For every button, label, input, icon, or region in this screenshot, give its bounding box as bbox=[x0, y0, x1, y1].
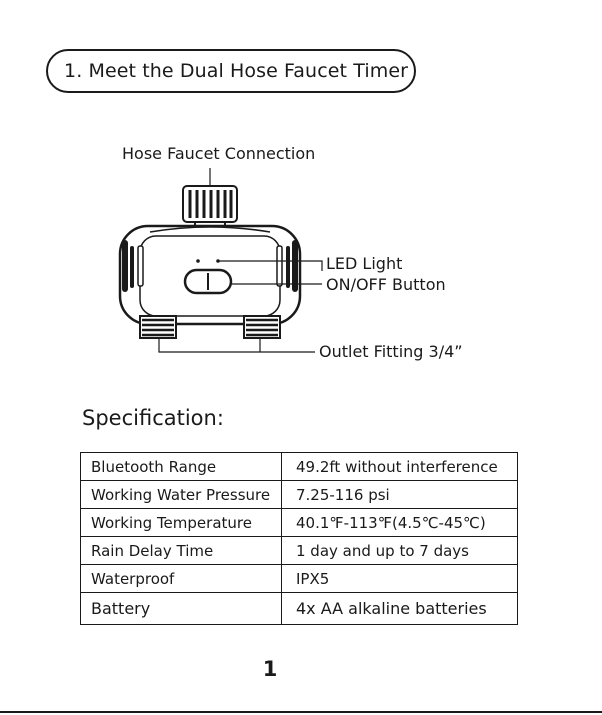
inlet-knob-icon bbox=[182, 185, 238, 231]
spec-value: 4x AA alkaline batteries bbox=[281, 592, 518, 625]
section-heading-text: 1. Meet the Dual Hose Faucet Timer bbox=[64, 60, 409, 82]
table-row: Waterproof IPX5 bbox=[80, 564, 518, 593]
table-row: Battery 4x AA alkaline batteries bbox=[80, 592, 518, 625]
table-row: Bluetooth Range 49.2ft without interfere… bbox=[80, 452, 518, 481]
spec-value: 49.2ft without interference bbox=[281, 452, 518, 481]
callout-outlet-fitting: Outlet Fitting 3/4” bbox=[319, 342, 463, 361]
spec-value: IPX5 bbox=[281, 564, 518, 593]
spec-label: Bluetooth Range bbox=[80, 452, 282, 481]
specification-title: Specification: bbox=[82, 406, 224, 430]
led-light-icon bbox=[196, 259, 200, 263]
table-row: Working Temperature 40.1℉-113℉(4.5℃-45℃) bbox=[80, 508, 518, 537]
footer-divider bbox=[0, 711, 602, 713]
specification-table: Bluetooth Range 49.2ft without interfere… bbox=[80, 452, 518, 625]
spec-value: 40.1℉-113℉(4.5℃-45℃) bbox=[281, 508, 518, 537]
product-diagram bbox=[118, 168, 323, 353]
page-number: 1 bbox=[262, 657, 278, 681]
spec-label: Working Water Pressure bbox=[80, 480, 282, 509]
spec-label: Battery bbox=[80, 592, 282, 625]
callout-leaders bbox=[158, 168, 323, 353]
spec-label: Rain Delay Time bbox=[80, 536, 282, 565]
spec-value: 1 day and up to 7 days bbox=[281, 536, 518, 565]
table-row: Rain Delay Time 1 day and up to 7 days bbox=[80, 536, 518, 565]
callout-on-off-button: ON/OFF Button bbox=[326, 275, 446, 294]
spec-value: 7.25-116 psi bbox=[281, 480, 518, 509]
callout-hose-faucet-connection: Hose Faucet Connection bbox=[122, 144, 316, 163]
table-row: Working Water Pressure 7.25-116 psi bbox=[80, 480, 518, 509]
power-button-icon bbox=[183, 268, 233, 295]
spec-label: Waterproof bbox=[80, 564, 282, 593]
section-heading: 1. Meet the Dual Hose Faucet Timer bbox=[46, 49, 416, 93]
callout-led-light: LED Light bbox=[326, 254, 403, 273]
outlet-fitting-icon bbox=[139, 315, 281, 339]
spec-label: Working Temperature bbox=[80, 508, 282, 537]
